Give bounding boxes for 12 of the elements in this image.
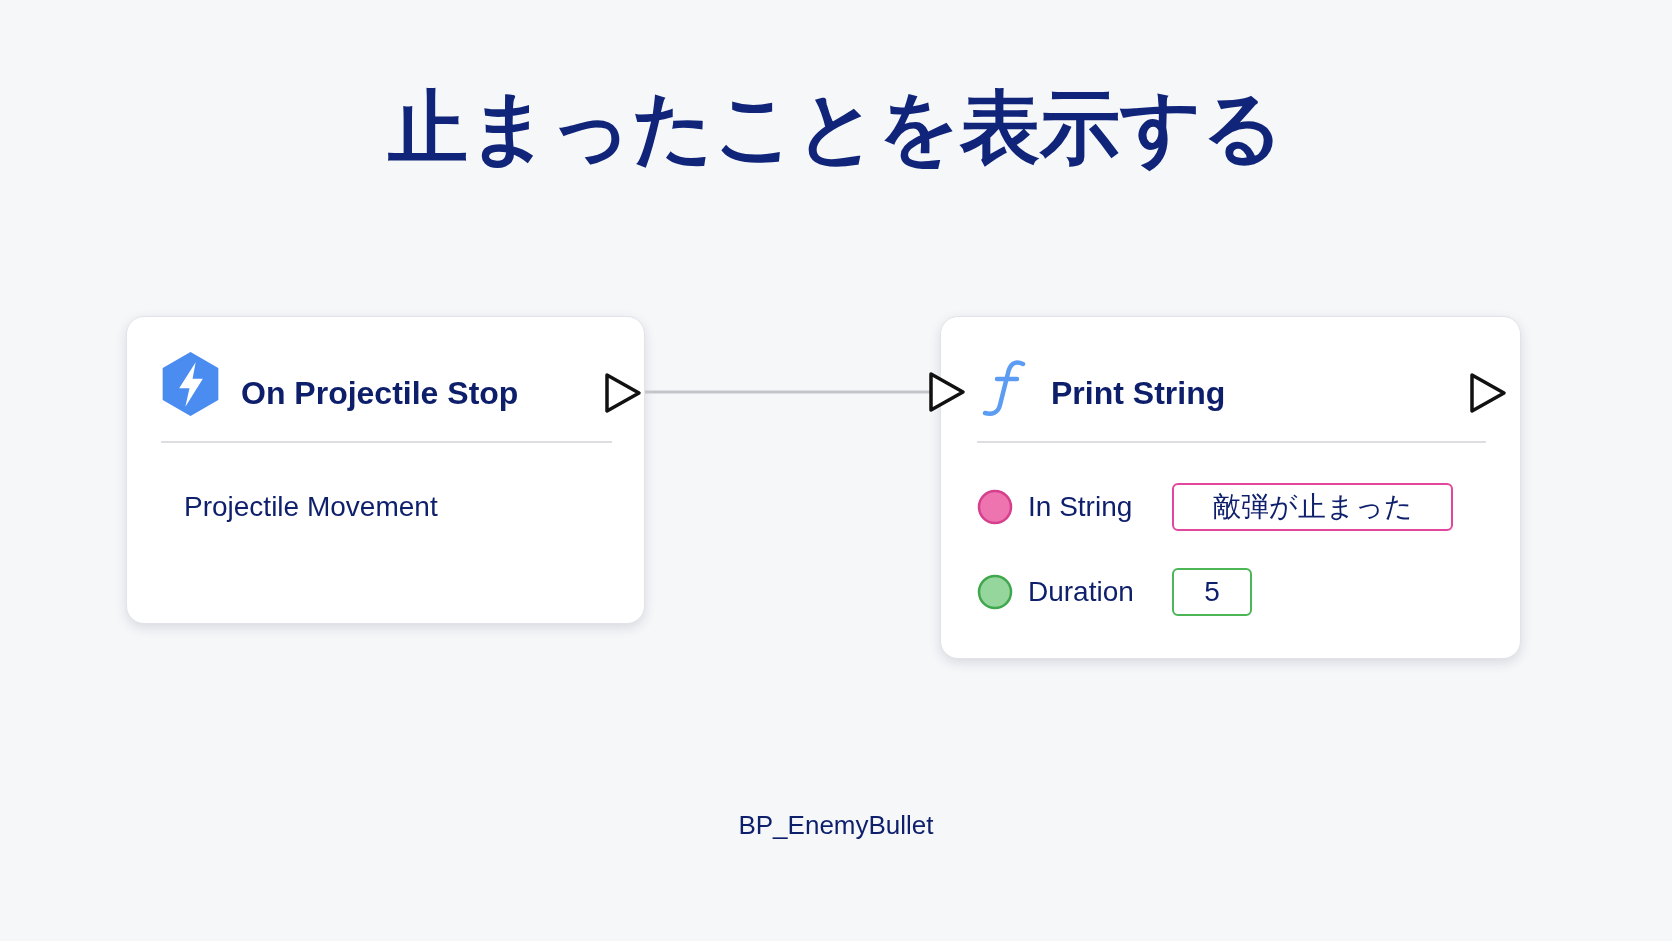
input-field: 敵弾が止まった — [1172, 483, 1453, 531]
function-node-card — [940, 316, 1521, 659]
node-title: Print String — [1051, 374, 1226, 413]
component-label: Projectile Movement — [184, 490, 438, 524]
node-title: On Projectile Stop — [241, 374, 519, 413]
input-field: 5 — [1172, 568, 1252, 616]
arrow — [645, 372, 965, 412]
diagram-title: 止まったことを表示する — [388, 83, 1284, 172]
event-node-card — [126, 316, 645, 624]
diagram-caption: BP_EnemyBullet — [738, 810, 934, 840]
pin-label: In String — [1028, 490, 1133, 524]
pin-label: Duration — [1028, 575, 1134, 609]
